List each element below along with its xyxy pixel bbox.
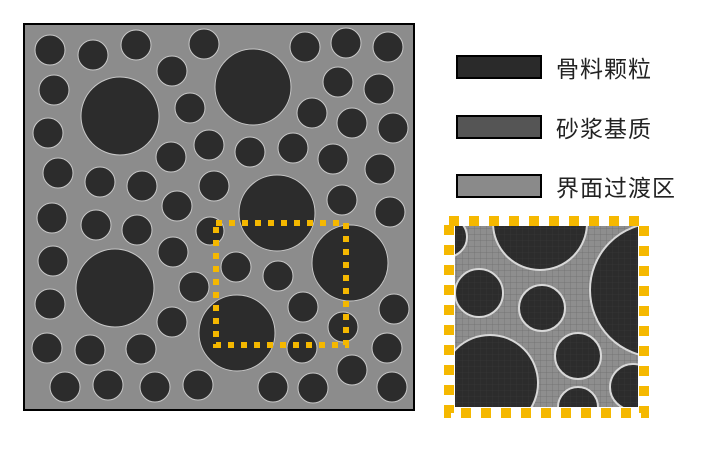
aggregate-particle bbox=[336, 107, 368, 139]
aggregate-particle bbox=[156, 306, 188, 338]
aggregate-particle bbox=[257, 371, 289, 403]
aggregate-particle bbox=[161, 190, 193, 222]
legend-mortar: 砂浆基质 bbox=[456, 110, 652, 144]
aggregate-particle bbox=[77, 39, 109, 71]
aggregate-particle bbox=[74, 334, 106, 366]
aggregate-particle bbox=[322, 66, 354, 98]
legend-label: 界面过渡区 bbox=[556, 176, 676, 202]
aggregate-particle bbox=[364, 153, 396, 185]
aggregate-particle bbox=[220, 251, 252, 283]
aggregate-particle bbox=[42, 157, 74, 189]
aggregate-particle bbox=[174, 92, 206, 124]
aggregate-particle bbox=[374, 196, 406, 228]
aggregate-particle bbox=[317, 143, 349, 175]
aggregate-particle bbox=[262, 260, 294, 292]
specimen-model bbox=[23, 23, 415, 411]
aggregate-particle bbox=[238, 174, 316, 252]
aggregate-particle bbox=[34, 34, 66, 66]
aggregate-particle bbox=[80, 76, 160, 156]
aggregate-particle bbox=[193, 129, 225, 161]
aggregate-particle bbox=[49, 371, 81, 403]
aggregate-particle bbox=[330, 27, 362, 59]
aggregate-particle bbox=[126, 170, 158, 202]
aggregate-particle bbox=[377, 112, 409, 144]
meshed-aggregates bbox=[455, 226, 638, 407]
aggregate-particle bbox=[371, 332, 403, 364]
aggregate-particle bbox=[155, 141, 187, 173]
aggregate-particle bbox=[376, 371, 408, 403]
aggregate-particle bbox=[311, 224, 389, 302]
aggregate-particle bbox=[31, 332, 63, 364]
itz-swatch bbox=[456, 174, 542, 198]
meshed-aggregate bbox=[455, 226, 468, 257]
aggregate-particle bbox=[378, 293, 410, 325]
aggregate-particle bbox=[36, 202, 68, 234]
aggregate-particle bbox=[84, 166, 116, 198]
meshed-aggregate bbox=[557, 386, 599, 407]
aggregate-particle bbox=[157, 236, 189, 268]
aggregate-particle bbox=[277, 132, 309, 164]
mortar-swatch bbox=[456, 115, 542, 139]
aggregate-particle bbox=[363, 73, 395, 105]
legend-label: 砂浆基质 bbox=[556, 117, 652, 143]
meshed-aggregate bbox=[518, 284, 566, 332]
aggregate-particle bbox=[297, 372, 329, 404]
meshed-aggregate bbox=[589, 226, 638, 356]
aggregate-particle bbox=[38, 74, 70, 106]
aggregate-particle bbox=[296, 97, 328, 129]
aggregate-particle bbox=[32, 117, 64, 149]
aggregate-particle bbox=[214, 48, 292, 126]
aggregate-particle bbox=[34, 288, 66, 320]
aggregate-particle bbox=[234, 136, 266, 168]
aggregate-particle bbox=[92, 369, 124, 401]
aggregate-swatch bbox=[456, 55, 542, 79]
aggregate-particle bbox=[120, 29, 152, 61]
aggregate-particle bbox=[198, 294, 276, 372]
aggregate-particle bbox=[37, 245, 69, 277]
meshed-aggregate bbox=[455, 334, 539, 407]
meshed-aggregate bbox=[455, 268, 504, 318]
aggregate-particle bbox=[182, 369, 214, 401]
aggregate-particle bbox=[121, 214, 153, 246]
aggregate-particle bbox=[139, 371, 171, 403]
mesh-detail-inset bbox=[444, 216, 649, 418]
legend-label: 骨料颗粒 bbox=[556, 57, 652, 83]
meshed-aggregate bbox=[554, 332, 602, 380]
aggregate-particle bbox=[178, 271, 210, 303]
inset-border bbox=[444, 216, 649, 418]
aggregate-particle bbox=[198, 170, 230, 202]
aggregate-particle bbox=[336, 354, 368, 386]
aggregate-particle bbox=[125, 333, 157, 365]
aggregate-particle bbox=[287, 291, 319, 323]
legend-aggregate: 骨料颗粒 bbox=[456, 50, 652, 84]
aggregate-particle bbox=[286, 332, 318, 364]
aggregate-particle bbox=[326, 184, 358, 216]
meshed-aggregate bbox=[609, 363, 638, 407]
aggregate-particle bbox=[156, 55, 188, 87]
aggregate-particle bbox=[188, 28, 220, 60]
aggregate-particle bbox=[289, 31, 321, 63]
meshed-aggregate bbox=[492, 226, 588, 271]
zoom-region-marker bbox=[213, 220, 349, 348]
aggregate-particle bbox=[75, 248, 155, 328]
legend-itz: 界面过渡区 bbox=[456, 169, 676, 203]
aggregate-particle bbox=[80, 209, 112, 241]
aggregate-particle bbox=[372, 31, 404, 63]
